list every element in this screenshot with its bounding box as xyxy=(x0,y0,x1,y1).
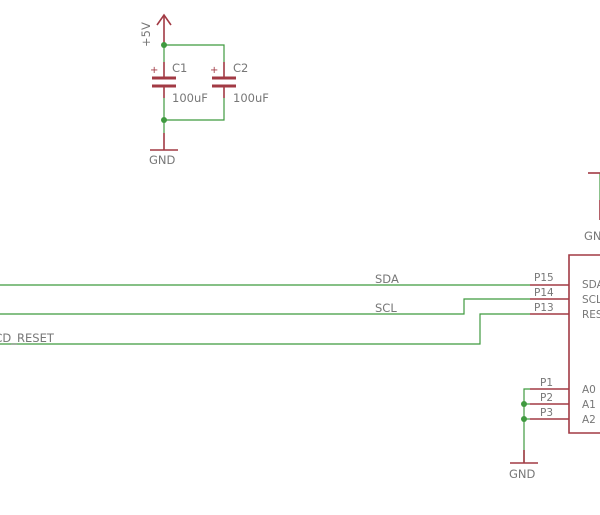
pin-name-sda: SDA xyxy=(582,279,600,291)
junction-a1 xyxy=(521,401,527,407)
pin-name-a1: A1 xyxy=(582,399,596,411)
net-label-reset: LCD_RESET xyxy=(0,331,55,345)
gnd-label-caps: GND xyxy=(149,153,176,167)
gnd-symbol-caps xyxy=(150,133,178,151)
junction-a2 xyxy=(521,416,527,422)
vcc-label: +5V xyxy=(139,22,153,47)
junction-vcc xyxy=(161,42,167,48)
gnd-symbol-address xyxy=(510,450,538,464)
vcc-rail-wire xyxy=(163,44,225,62)
pin-name-reset: RESET xyxy=(582,309,600,321)
address-gnd-wire xyxy=(523,388,530,462)
ic-pin-stubs xyxy=(530,284,569,420)
reset-wire xyxy=(0,313,530,345)
c2-ref: C2 xyxy=(233,61,248,75)
pin-number-p13: P13 xyxy=(534,302,554,314)
capacitor-c1 xyxy=(152,62,176,98)
c1-value: 100uF xyxy=(172,91,208,105)
pin-number-p3: P3 xyxy=(540,407,553,419)
gnd-symbol-top-right xyxy=(588,172,600,220)
c1-ref: C1 xyxy=(172,61,187,75)
c2-value: 100uF xyxy=(233,91,269,105)
pin-number-p14: P14 xyxy=(534,287,554,299)
scl-wire xyxy=(0,298,530,315)
pin-name-scl: SCL xyxy=(582,294,600,306)
vcc-symbol xyxy=(156,13,172,45)
pin-number-p15: P15 xyxy=(534,272,554,284)
c1-polarity: + xyxy=(150,65,158,76)
capacitor-c2 xyxy=(212,62,236,98)
net-label-scl: SCL xyxy=(375,301,397,315)
c2-polarity: + xyxy=(210,65,218,76)
pin-number-p2: P2 xyxy=(540,392,553,404)
gnd-label-address: GND xyxy=(509,467,536,481)
gnd-label-top-right: GND xyxy=(584,229,600,243)
net-label-sda: SDA xyxy=(375,272,399,286)
junction-gnd xyxy=(161,117,167,123)
pin-name-a0: A0 xyxy=(582,384,596,396)
ic-body xyxy=(568,254,600,434)
pin-number-p1: P1 xyxy=(540,377,553,389)
pin-name-a2: A2 xyxy=(582,414,596,426)
